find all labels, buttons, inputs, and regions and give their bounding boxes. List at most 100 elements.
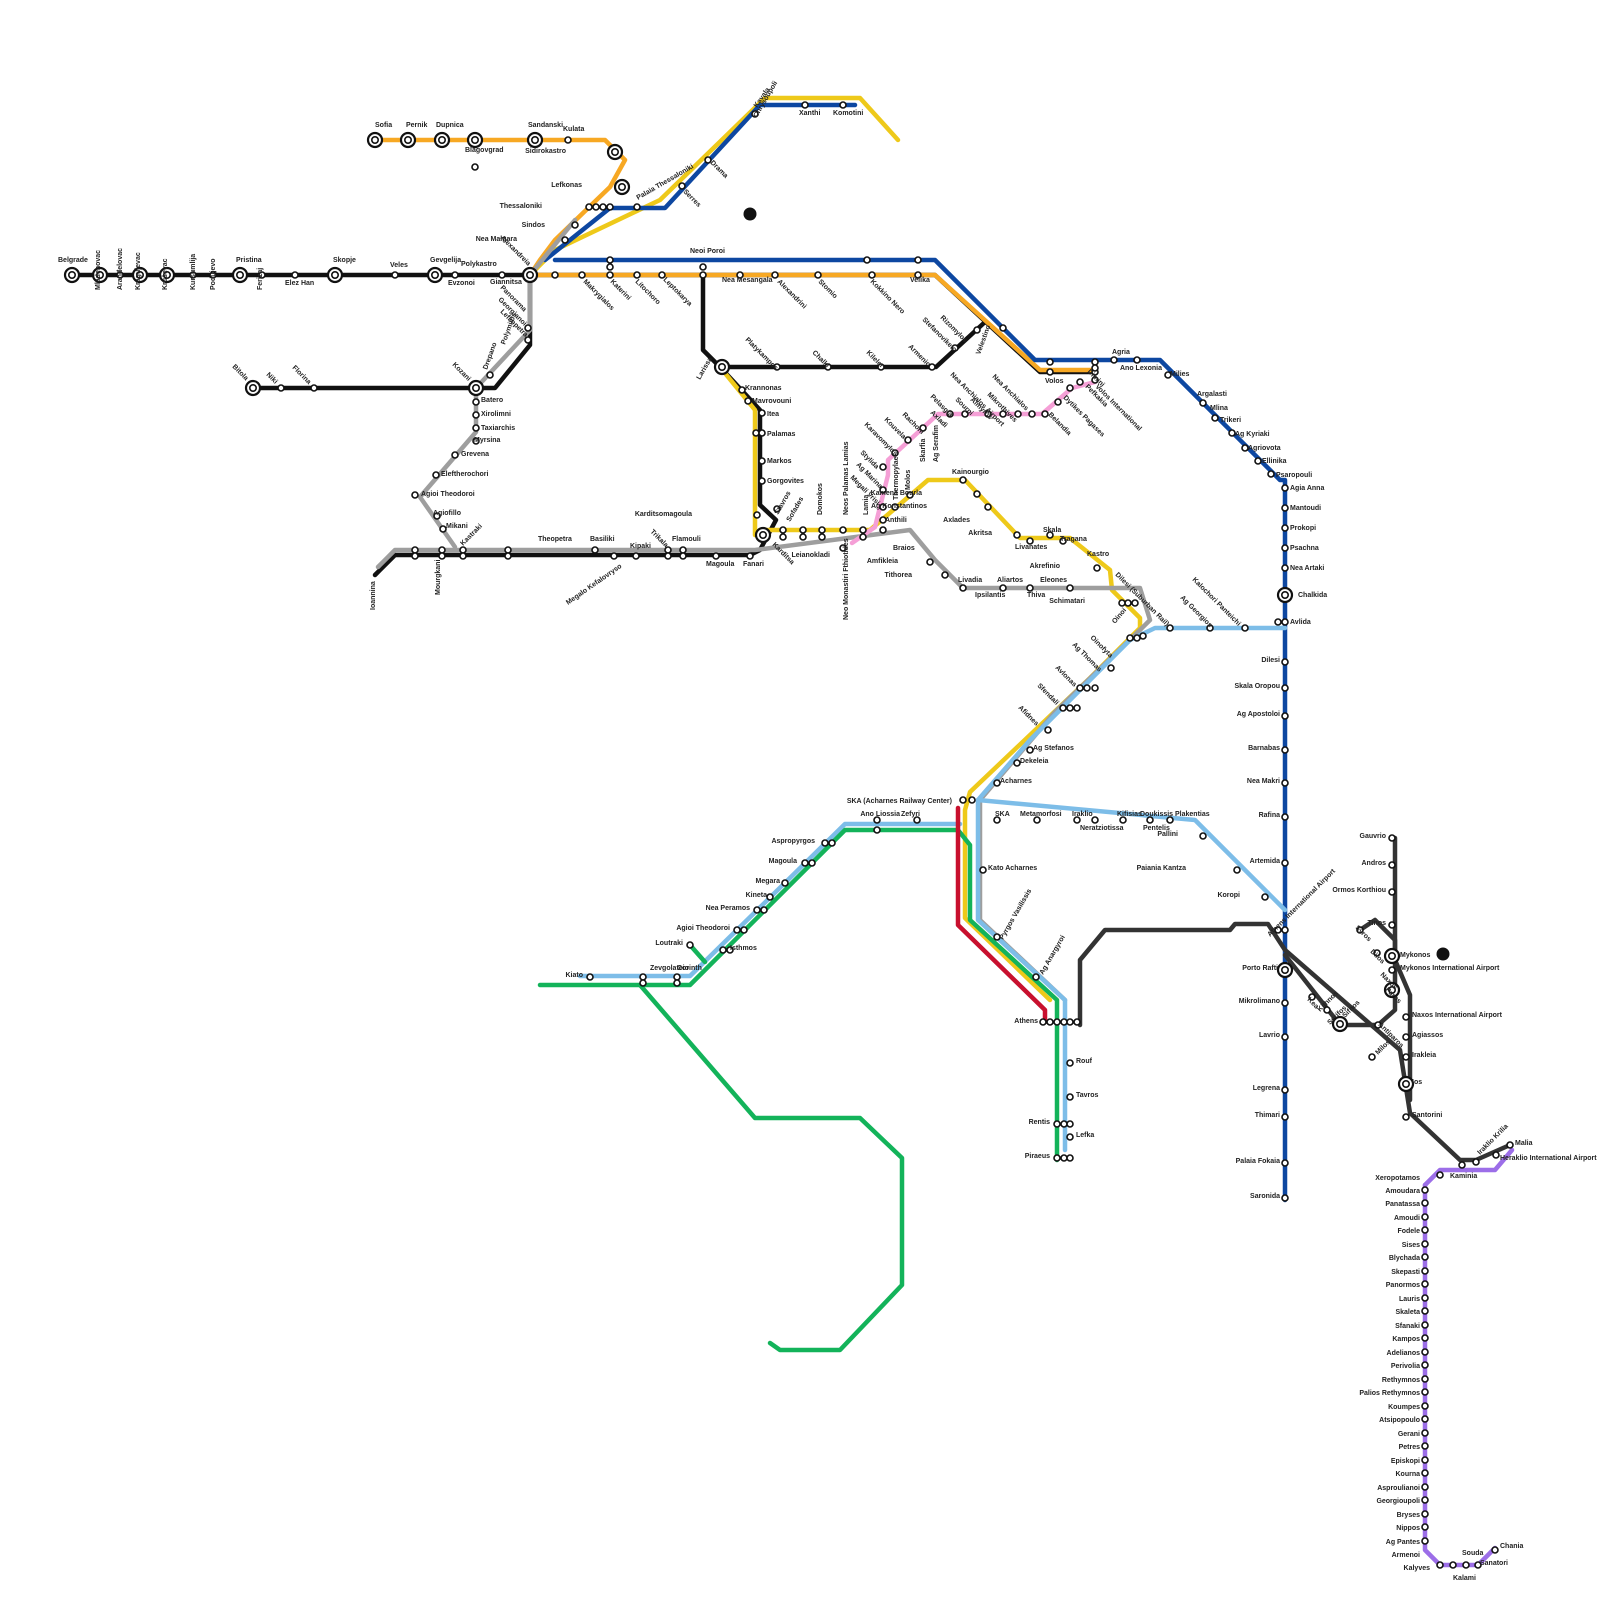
station-marker[interactable] [565,137,571,143]
station-marker[interactable] [1403,1114,1409,1120]
station-marker[interactable] [1422,1497,1428,1503]
interchange-marker[interactable] [401,133,415,147]
station-marker[interactable] [1422,1376,1428,1382]
station-marker[interactable] [1437,1562,1443,1568]
station-marker[interactable] [1067,1019,1073,1025]
station-marker[interactable] [1282,1114,1288,1120]
station-marker[interactable] [809,860,815,866]
station-marker[interactable] [1493,1152,1499,1158]
station-marker[interactable] [1403,1054,1409,1060]
interchange-marker[interactable] [1278,963,1292,977]
station-marker[interactable] [759,478,765,484]
station-marker[interactable] [600,204,606,210]
station-marker[interactable] [679,183,685,189]
station-marker[interactable] [607,264,613,270]
station-marker[interactable] [460,547,466,553]
station-marker[interactable] [1282,713,1288,719]
station-marker[interactable] [562,237,568,243]
station-marker[interactable] [452,452,458,458]
station-marker[interactable] [942,572,948,578]
station-marker[interactable] [1084,685,1090,691]
station-marker[interactable] [607,204,613,210]
station-marker[interactable] [607,257,613,263]
station-marker[interactable] [439,553,445,559]
station-marker[interactable] [745,398,751,404]
station-marker[interactable] [980,867,986,873]
station-marker[interactable] [680,553,686,559]
station-marker[interactable] [1134,357,1140,363]
station-marker[interactable] [505,547,511,553]
station-marker[interactable] [974,491,980,497]
station-marker[interactable] [1422,1200,1428,1206]
station-marker[interactable] [1092,685,1098,691]
station-marker[interactable] [905,437,911,443]
station-marker[interactable] [278,385,284,391]
station-marker[interactable] [1140,633,1146,639]
station-marker[interactable] [1282,780,1288,786]
station-marker[interactable] [1054,1019,1060,1025]
station-marker[interactable] [759,458,765,464]
station-marker[interactable] [1268,471,1274,477]
station-marker[interactable] [1077,379,1083,385]
station-marker[interactable] [1234,867,1240,873]
station-marker[interactable] [1422,1524,1428,1530]
station-marker[interactable] [1389,967,1395,973]
interchange-marker[interactable] [715,360,729,374]
station-marker[interactable] [1389,835,1395,841]
station-marker[interactable] [1422,1295,1428,1301]
station-marker[interactable] [552,272,558,278]
station-marker[interactable] [1242,625,1248,631]
station-marker[interactable] [1000,325,1006,331]
station-marker[interactable] [1125,600,1131,606]
station-marker[interactable] [700,264,706,270]
station-marker[interactable] [1067,1094,1073,1100]
station-marker[interactable] [674,974,680,980]
station-marker[interactable] [1061,1019,1067,1025]
station-marker[interactable] [819,534,825,540]
station-marker[interactable] [1282,545,1288,551]
station-marker[interactable] [412,553,418,559]
station-marker[interactable] [880,527,886,533]
station-marker[interactable] [587,974,593,980]
station-marker[interactable] [525,337,531,343]
station-marker[interactable] [1282,927,1288,933]
station-marker[interactable] [1077,685,1083,691]
station-marker[interactable] [1282,565,1288,571]
station-marker[interactable] [1014,532,1020,538]
station-marker[interactable] [611,553,617,559]
station-marker[interactable] [1282,814,1288,820]
station-marker[interactable] [1055,399,1061,405]
station-marker[interactable] [1422,1268,1428,1274]
station-marker[interactable] [772,272,778,278]
station-marker[interactable] [1200,833,1206,839]
station-marker[interactable] [741,927,747,933]
interchange-marker[interactable] [428,268,442,282]
station-marker[interactable] [1282,685,1288,691]
station-marker[interactable] [1422,1335,1428,1341]
station-marker[interactable] [1074,1019,1080,1025]
station-marker[interactable] [927,559,933,565]
station-marker[interactable] [1282,505,1288,511]
station-marker[interactable] [460,553,466,559]
station-marker[interactable] [1422,1187,1428,1193]
station-marker[interactable] [1282,860,1288,866]
station-marker[interactable] [505,553,511,559]
station-marker[interactable] [1054,1121,1060,1127]
interchange-marker[interactable] [368,133,382,147]
interchange-marker[interactable] [435,133,449,147]
station-marker[interactable] [761,907,767,913]
station-marker[interactable] [1061,1121,1067,1127]
interchange-marker[interactable] [1399,1077,1413,1091]
station-marker[interactable] [1282,747,1288,753]
interchange-marker[interactable] [1278,588,1292,602]
station-marker[interactable] [1067,1155,1073,1161]
station-marker[interactable] [1422,1241,1428,1247]
station-marker[interactable] [840,102,846,108]
station-marker[interactable] [499,272,505,278]
station-marker[interactable] [1054,1155,1060,1161]
station-marker[interactable] [1067,705,1073,711]
station-marker[interactable] [1067,1060,1073,1066]
station-marker[interactable] [1507,1142,1513,1148]
station-marker[interactable] [1282,525,1288,531]
station-marker[interactable] [1422,1389,1428,1395]
